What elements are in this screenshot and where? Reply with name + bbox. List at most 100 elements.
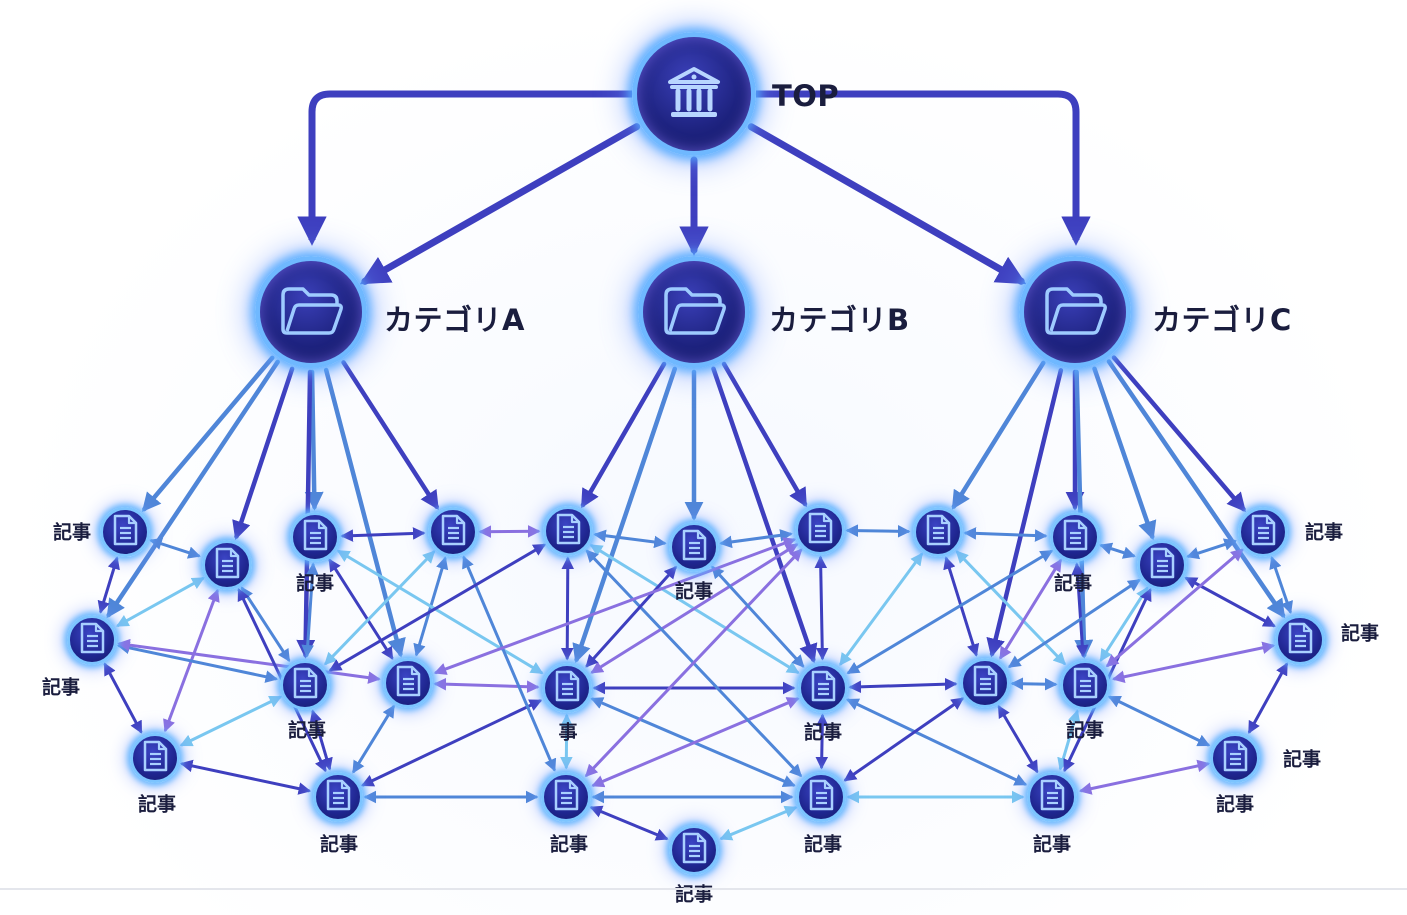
edge-A-a4 [341, 360, 439, 510]
edge-b3-b5 [814, 555, 829, 661]
edge-b1-b2 [593, 529, 667, 549]
edge-b3-c1 [845, 524, 911, 538]
document-icon [923, 513, 953, 551]
document-icon [77, 621, 107, 659]
article-node-a2 [202, 540, 252, 590]
edge-B-b5 [711, 366, 818, 664]
edge-c6-b7 [843, 697, 965, 782]
edge-c7-c8 [1107, 695, 1211, 747]
edge-C-c1 [951, 360, 1046, 510]
top-node [632, 32, 756, 156]
category-node-c [1019, 256, 1131, 368]
document-icon [300, 518, 330, 556]
article-node-b6 [541, 772, 591, 822]
article-label: 記事 [674, 883, 714, 906]
category-label-b: カテゴリB [769, 303, 910, 337]
folder-icon [1041, 281, 1109, 343]
top-label: TOP [772, 79, 840, 113]
article-label: 記事 [319, 833, 359, 856]
article-node-c5 [1275, 615, 1325, 665]
edge-b7-b8 [719, 805, 798, 841]
document-icon [1037, 778, 1067, 816]
article-label: 記事 [1065, 719, 1105, 742]
document-icon [323, 778, 353, 816]
edge-a8-a9 [179, 759, 312, 795]
edge-c1-b5 [839, 552, 923, 666]
edge-b5-b7 [815, 713, 829, 770]
document-icon [679, 528, 709, 566]
article-node-b8 [669, 825, 719, 875]
edge-c5-c7 [1111, 641, 1276, 683]
category-label-c: カテゴリC [1152, 303, 1292, 337]
document-icon [552, 669, 582, 707]
document-icon [1070, 666, 1100, 704]
article-node-a5 [67, 615, 117, 665]
document-icon [808, 669, 838, 707]
category-node-b [638, 256, 750, 368]
document-icon [551, 778, 581, 816]
edge-c4-c7 [1105, 548, 1244, 668]
folder-icon [277, 281, 345, 343]
edge-C-c4 [1111, 355, 1246, 513]
article-node-b5 [798, 663, 848, 713]
article-label: 記事 [41, 676, 81, 699]
article-label: 記事 [803, 833, 843, 856]
article-label: 記事 [52, 521, 92, 544]
article-label: 記事 [1053, 572, 1093, 595]
document-icon [1147, 546, 1177, 584]
document-icon [1220, 739, 1250, 777]
article-node-c9 [1027, 772, 1077, 822]
category-node-a [255, 256, 367, 368]
article-label: 記事 [674, 580, 714, 603]
article-node-a3 [290, 512, 340, 562]
document-icon [1060, 518, 1090, 556]
article-node-a1 [100, 507, 150, 557]
article-label: 記事 [549, 833, 589, 856]
document-icon [679, 831, 709, 869]
edge-b6-b8 [589, 805, 669, 841]
edge-c8-c9 [1078, 759, 1211, 795]
article-node-c1 [913, 507, 963, 557]
edge-b5-c6 [848, 677, 958, 694]
edge-a2-a6 [240, 586, 291, 662]
bottom-divider [0, 888, 1407, 890]
article-node-a9 [313, 772, 363, 822]
document-icon [212, 546, 242, 584]
category-label-a: カテゴリA [384, 303, 525, 337]
article-node-c2 [1050, 512, 1100, 562]
article-label: 記事 [295, 572, 335, 595]
article-label: 事 [558, 721, 578, 744]
edge-b5-c9 [846, 698, 1028, 786]
edge-top-C-elbow [756, 90, 1091, 246]
edge-b1-a6 [328, 543, 547, 672]
document-icon [1285, 621, 1315, 659]
edge-c2-c3 [1099, 542, 1136, 559]
edge-a5-a8 [103, 662, 143, 734]
edge-c1-c2 [963, 527, 1048, 542]
article-node-c8 [1210, 733, 1260, 783]
edge-b2-b5 [711, 565, 805, 668]
article-node-c6 [960, 658, 1010, 708]
article-label: 記事 [1340, 622, 1380, 645]
edge-top-A-elbow [297, 90, 632, 246]
edge-a7-b4 [433, 677, 540, 694]
edge-c6-c9 [997, 704, 1039, 774]
article-node-c4 [1238, 507, 1288, 557]
edge-a7-a9 [352, 704, 395, 774]
article-node-a7 [383, 658, 433, 708]
article-label: 記事 [1282, 748, 1322, 771]
edge-C-c3 [1092, 366, 1157, 541]
article-node-a6 [280, 660, 330, 710]
article-label: 記事 [1215, 793, 1255, 816]
edge-C-c5 [1106, 359, 1286, 619]
document-icon [806, 778, 836, 816]
edge-a6-a8 [179, 695, 283, 747]
edge-c3-c4 [1186, 538, 1237, 560]
article-node-b2 [669, 522, 719, 572]
document-icon [140, 739, 170, 777]
edge-A-a3 [304, 369, 324, 511]
bank-icon [662, 60, 726, 128]
edge-top-A [359, 123, 641, 285]
edge-A-a1 [141, 355, 275, 512]
